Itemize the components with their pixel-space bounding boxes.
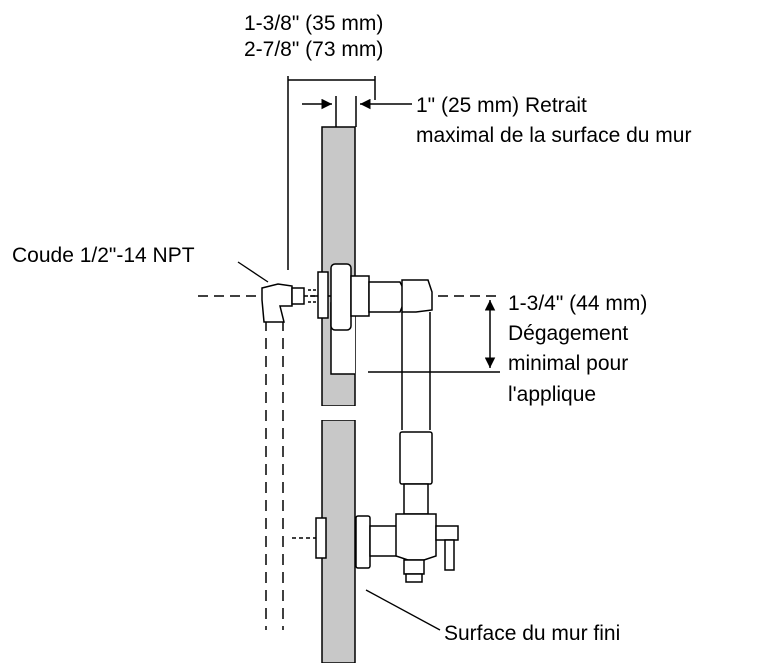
clearance-label-line-3: minimal pour [508, 352, 628, 375]
clearance-label-line-2: Dégagement [508, 322, 628, 345]
top-dimension-lines [287, 76, 412, 270]
clearance-label-line-1: 1-3/4" (44 mm) [508, 292, 647, 315]
elbow-label: Coude 1/2"-14 NPT [12, 244, 195, 267]
finished-wall [318, 126, 360, 663]
dim-top-line-1: 1-3/8" (35 mm) [244, 12, 383, 35]
lower-valve [292, 431, 459, 583]
leader-lines [237, 261, 441, 631]
setback-label-line-2: maximal de la surface du mur [416, 124, 691, 147]
in-wall-pipe [265, 320, 284, 630]
clearance-dimension [368, 300, 500, 373]
upper-fixture [317, 263, 433, 430]
dim-top-line-2: 2-7/8" (73 mm) [244, 38, 383, 61]
finished-wall-label: Surface du mur fini [444, 622, 620, 645]
clearance-label-line-4: l'applique [508, 383, 596, 406]
setback-label-line-1: 1" (25 mm) Retrait [416, 94, 587, 117]
elbow-fitting [261, 283, 322, 323]
